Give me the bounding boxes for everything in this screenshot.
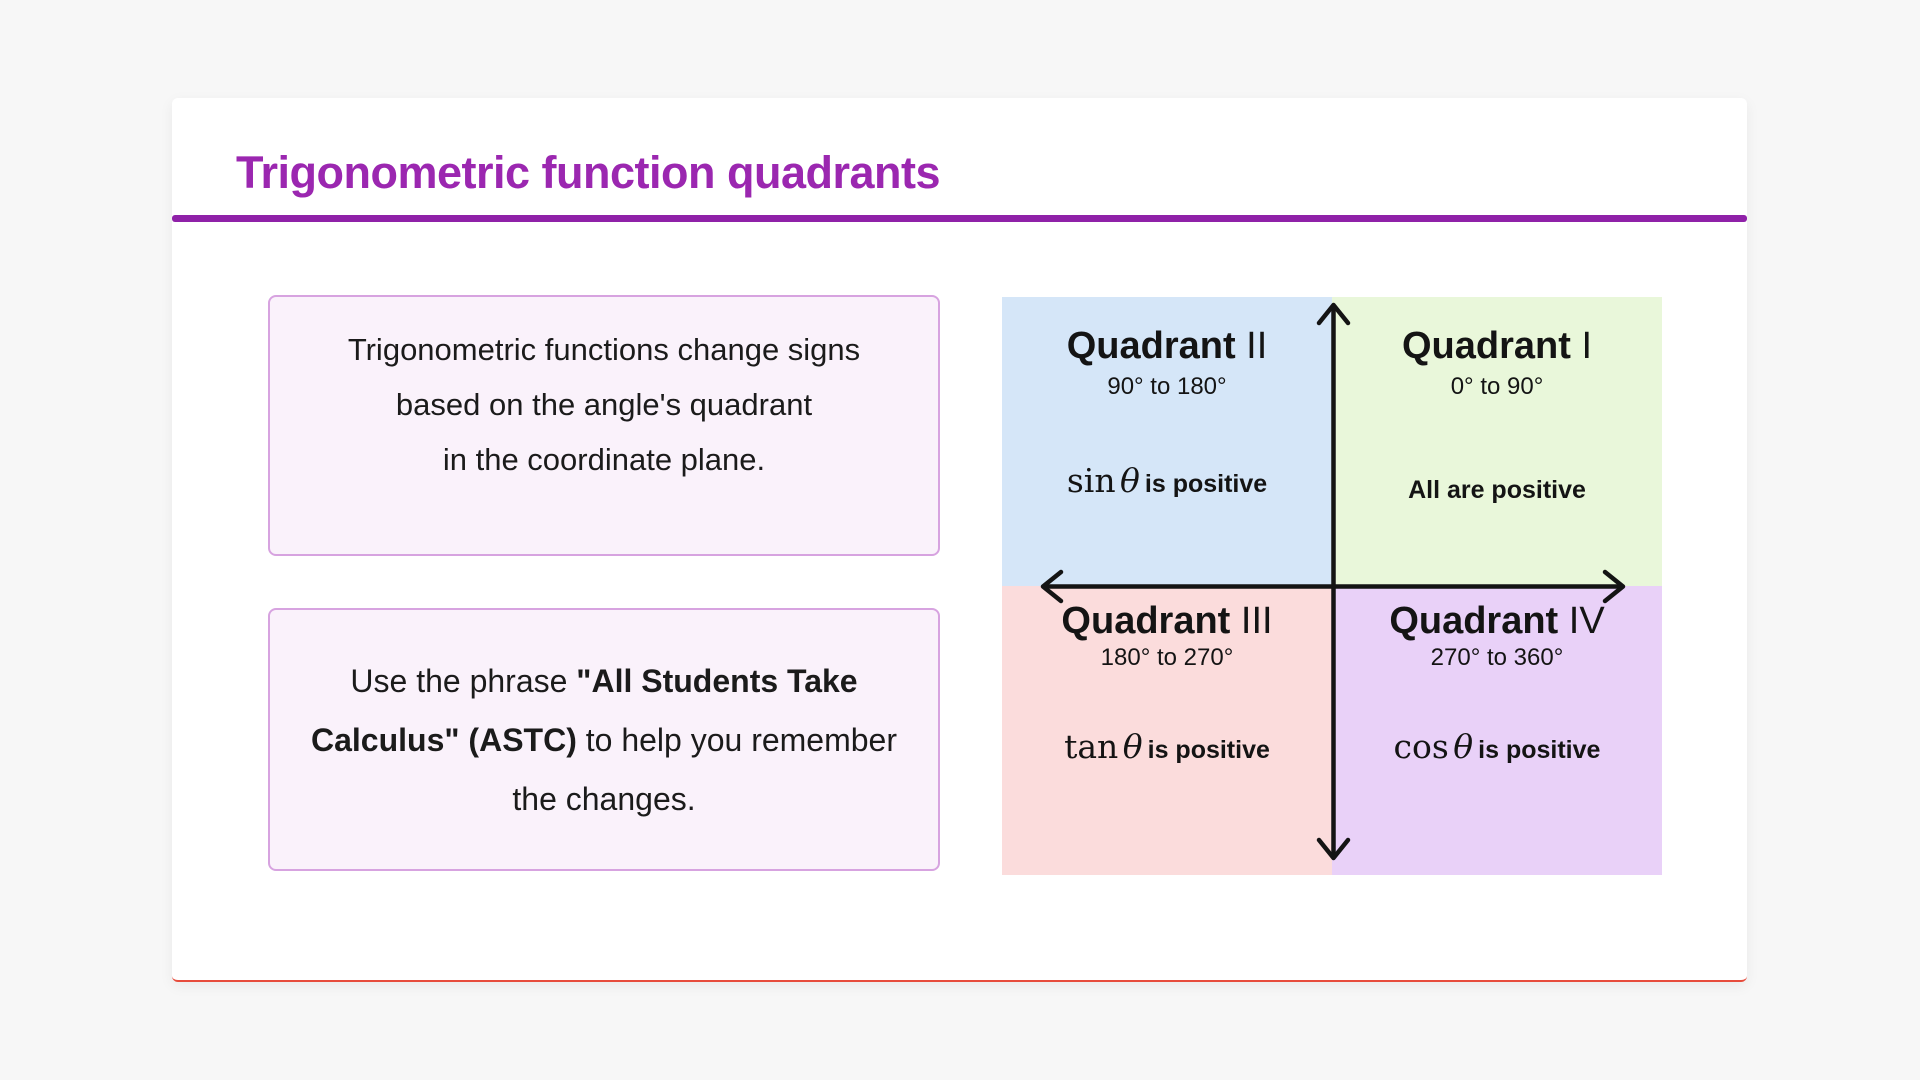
info-box-description: Trigonometric functions change signs bas… [268,295,940,556]
left-arrowhead [1040,569,1064,604]
quadrant-1-heading: Quadrant I [1332,323,1662,369]
mnemonic-line-2-bold: Calculus" (ASTC) [310,722,577,758]
quadrant-3-range: 180° to 270° [1100,644,1234,671]
quadrant-4-range: 270° to 360° [1430,644,1564,671]
quadrant-2-range: 90° to 180° [1107,373,1227,400]
quadrant-1-numeral: I [1581,325,1593,367]
mnemonic-line-3: the changes. [512,781,696,817]
quadrant-1-range: 0° to 90° [1450,373,1544,400]
quadrant-1-positive-text: All are positive [1408,476,1586,504]
mnemonic-line-1: Use the phrase "All Students Take [270,652,938,711]
coordinate-axes [1040,302,1626,861]
quadrant-4-word: Quadrant [1389,600,1559,642]
quadrant-2-heading: Quadrant II [1002,323,1332,369]
quadrant-1-region: Quadrant I 0° to 90° All are positive [1332,297,1662,586]
quadrant-3-numeral: III [1240,600,1273,642]
quadrant-2-word: Quadrant [1066,325,1236,367]
quadrant-3-word: Quadrant [1061,600,1231,642]
description-line-3: in the coordinate plane. [442,442,766,477]
slide-card: Trigonometric function quadrants Trigono… [172,98,1747,982]
mnemonic-line-2-regular: to help you remember [576,722,897,758]
down-arrowhead [1316,837,1351,861]
cos-function-label: cos [1393,727,1449,766]
mnemonic-line-1-bold: "All Students Take [576,663,858,699]
title-divider [172,215,1747,222]
page-title: Trigonometric function quadrants [236,147,941,198]
quadrant-1-word: Quadrant [1401,325,1571,367]
quadrant-4-numeral: IV [1568,600,1605,642]
quadrant-1-rule: All are positive [1332,468,1662,516]
info-box-mnemonic: Use the phrase "All Students Take Calcul… [268,608,940,871]
right-arrowhead [1602,569,1626,604]
up-arrowhead [1316,302,1351,326]
description-line-2: based on the angle's quadrant [395,387,813,422]
tan-function-label: tan [1064,727,1119,766]
quadrant-2-numeral: II [1246,325,1268,367]
quadrant-4-positive-text: is positive [1478,736,1601,764]
quadrant-2-positive-text: is positive [1144,470,1268,498]
quadrant-4-heading: Quadrant IV [1332,598,1662,644]
mnemonic-line-1-regular: Use the phrase [350,663,577,699]
quadrant-3-heading: Quadrant III [1002,598,1332,644]
mnemonic-line-2: Calculus" (ASTC) to help you remember [270,711,938,770]
description-line-1: Trigonometric functions change signs [347,332,861,367]
quadrant-3-positive-text: is positive [1147,736,1270,764]
sin-function-label: sin [1066,461,1116,500]
theta-symbol: θ [1122,727,1143,766]
theta-symbol: θ [1453,727,1474,766]
theta-symbol: θ [1120,461,1140,500]
